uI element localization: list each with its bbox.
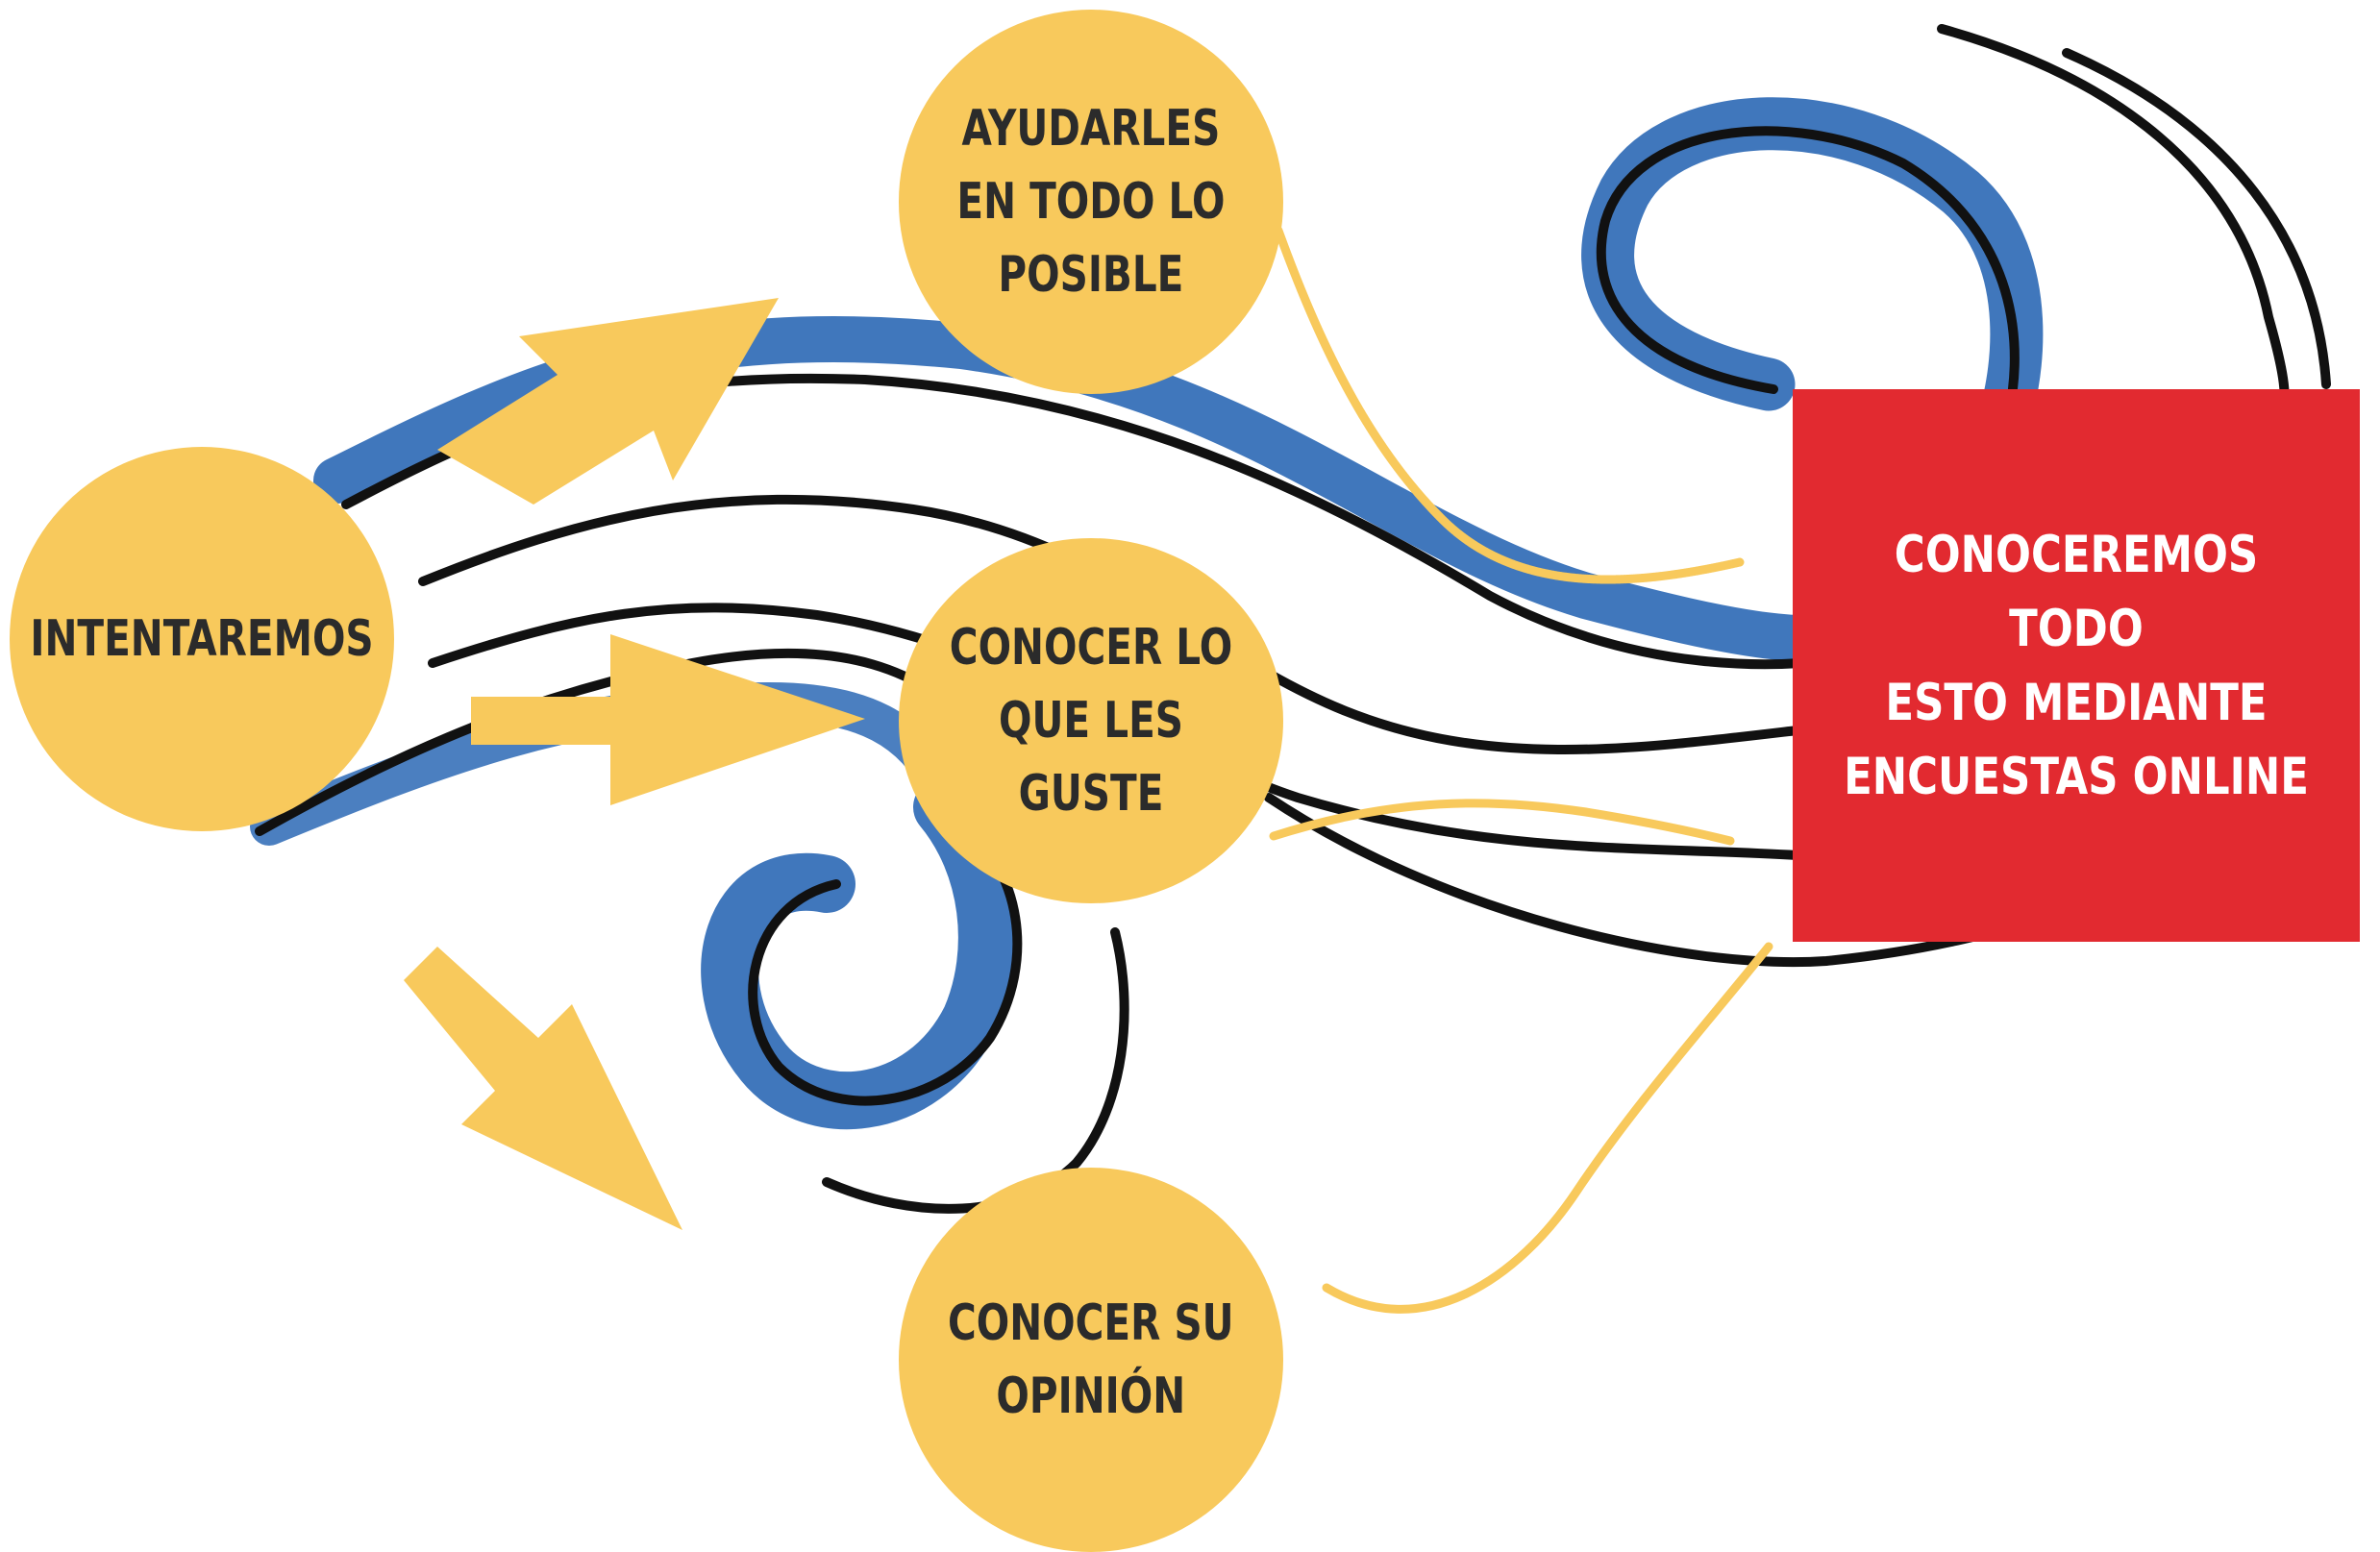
goal-node-1: AYUDARLES EN TODO LO POSIBLE	[899, 10, 1283, 394]
curl-line-bottom-outer	[822, 927, 1129, 1214]
arrow-to-goal-2	[471, 634, 865, 805]
arrow-to-goal-3	[404, 947, 682, 1230]
arrow-to-goal-1	[437, 298, 779, 505]
goal-node-2: CONOCER LO QUE LES GUSTE	[899, 538, 1283, 903]
goal-node-3: CONOCER SU OPINIÓN	[899, 1168, 1283, 1552]
goal-node-label: AYUDARLES EN TODO LO POSIBLE	[956, 100, 1226, 304]
connector-goal-3-to-box	[1322, 942, 1773, 1314]
curl-line-top-inner	[1596, 126, 2020, 418]
curl-line-top-outer	[2062, 48, 2331, 389]
curl-line-bottom	[748, 822, 1023, 1106]
goal-node-label: CONOCER LO QUE LES GUSTE	[949, 619, 1233, 823]
start-node-label: INTENTAREMOS	[30, 610, 374, 668]
connector-goal-1-to-box	[1274, 226, 1745, 584]
conclusion-label: CONOCEREMOS TODO ESTO MEDIANTE ENCUESTAS…	[1844, 525, 2309, 806]
blue-curl-top-right	[1581, 97, 2044, 459]
conclusion-box: CONOCEREMOS TODO ESTO MEDIANTE ENCUESTAS…	[1793, 389, 2360, 942]
start-node-circle: INTENTAREMOS	[10, 447, 394, 831]
connector-goal-2-to-box	[1269, 799, 1735, 846]
goal-node-label: CONOCER SU OPINIÓN	[948, 1294, 1234, 1425]
